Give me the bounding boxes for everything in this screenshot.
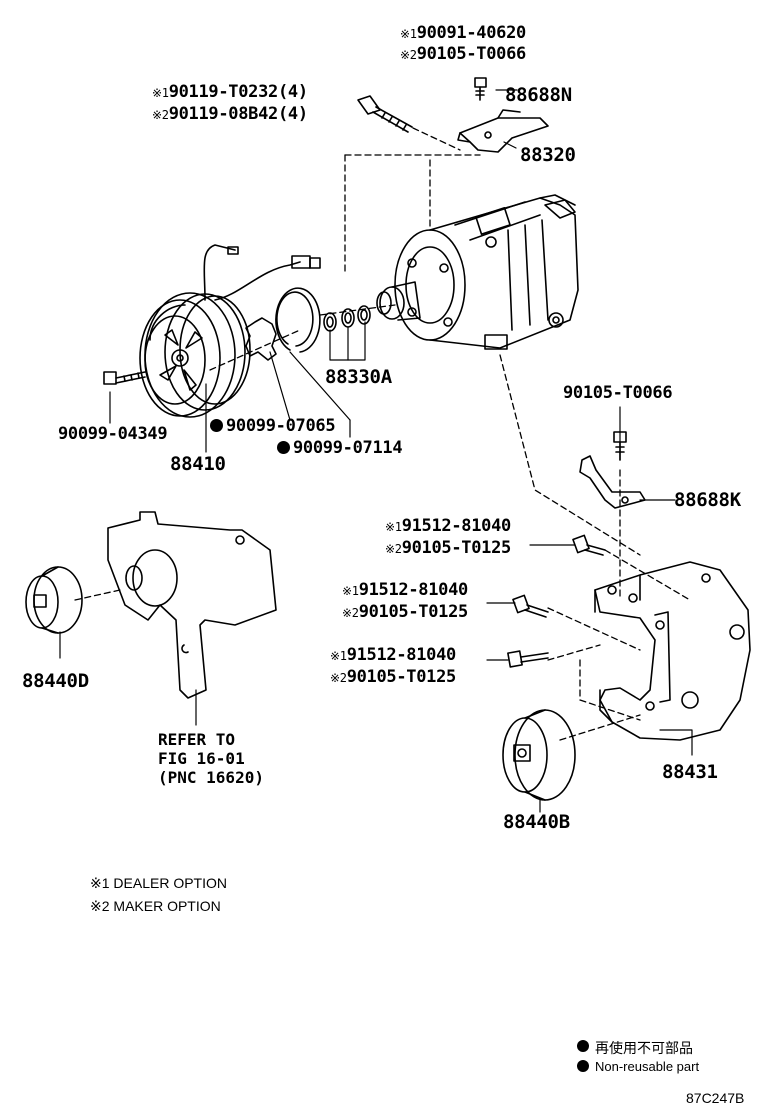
idler-pulley-88440d-icon [25, 566, 83, 634]
note-dealer-option: ※1 DEALER OPTION [90, 875, 227, 891]
label-top-bolt-o2: ※290105-T0066 [400, 44, 526, 64]
bolt-b-icon [512, 594, 549, 618]
idler-pulley-88440b-icon [502, 709, 576, 801]
reference-line-3: (PNC 16620) [158, 768, 264, 787]
bracket-88431-icon [594, 561, 751, 741]
bolt-a-icon [572, 534, 606, 556]
label-top-bolt-o1: ※190091-40620 [400, 23, 526, 43]
label-bolt-b-o1: ※191512-81040 [342, 580, 468, 600]
leader-lines [59, 89, 693, 813]
figure-code: 87C247B [686, 1090, 745, 1106]
shim-88330a-icon [323, 305, 371, 332]
part-88688K: 88688K [674, 489, 741, 511]
part-88440D: 88440D [22, 670, 89, 692]
label-comp-bolt-o1: ※190119-T0232(4) [152, 82, 308, 102]
label-bolt-c-o2: ※290105-T0125 [330, 667, 456, 687]
legend-jp: 再使用不可部品 [595, 1040, 693, 1056]
snap-ring-90099-07065-icon [245, 317, 277, 361]
label-bolt-a-o1: ※191512-81040 [385, 516, 511, 536]
snap-ring-90099-07114-icon [275, 287, 321, 353]
magnetic-clutch-88410-icon [139, 244, 321, 418]
bracket-88688k-icon [579, 455, 646, 509]
part-90099-07114: 90099-07114 [277, 440, 403, 457]
part-88330A: 88330A [325, 366, 392, 388]
part-90099-04349: 90099-04349 [58, 424, 168, 444]
engine-bracket-icon [107, 511, 277, 699]
note-maker-option: ※2 MAKER OPTION [90, 898, 221, 914]
part-88320: 88320 [520, 144, 576, 166]
part-88688N: 88688N [505, 84, 572, 106]
reference-note: REFER TO FIG 16-01 (PNC 16620) [158, 730, 264, 787]
part-90105-T0066: 90105-T0066 [563, 383, 673, 403]
bolt-90091-icon [474, 77, 487, 101]
bolt-c-icon [507, 650, 549, 668]
label-comp-bolt-o2: ※290119-08B42(4) [152, 104, 308, 124]
bolt-90119-icon [357, 95, 413, 133]
reference-line-2: FIG 16-01 [158, 749, 245, 768]
compressor-icon [376, 194, 579, 350]
non-reusable-dot-icon [210, 419, 223, 432]
label-bolt-a-o2: ※290105-T0125 [385, 538, 511, 558]
legend-dots [577, 1040, 589, 1072]
reference-line-1: REFER TO [158, 730, 236, 749]
label-bolt-b-o2: ※290105-T0125 [342, 602, 468, 622]
bolt-90105-t0066-icon [613, 431, 627, 461]
non-reusable-dot-icon [277, 441, 290, 454]
part-88410: 88410 [170, 453, 226, 475]
part-88431: 88431 [662, 761, 718, 783]
part-90099-07065: 90099-07065 [210, 418, 336, 435]
bracket-88320-icon [457, 109, 549, 153]
part-88440B: 88440B [503, 811, 570, 833]
legend-en: Non-reusable part [595, 1059, 700, 1074]
bolt-90099-04349-icon [103, 371, 146, 385]
label-bolt-c-o1: ※191512-81040 [330, 645, 456, 665]
